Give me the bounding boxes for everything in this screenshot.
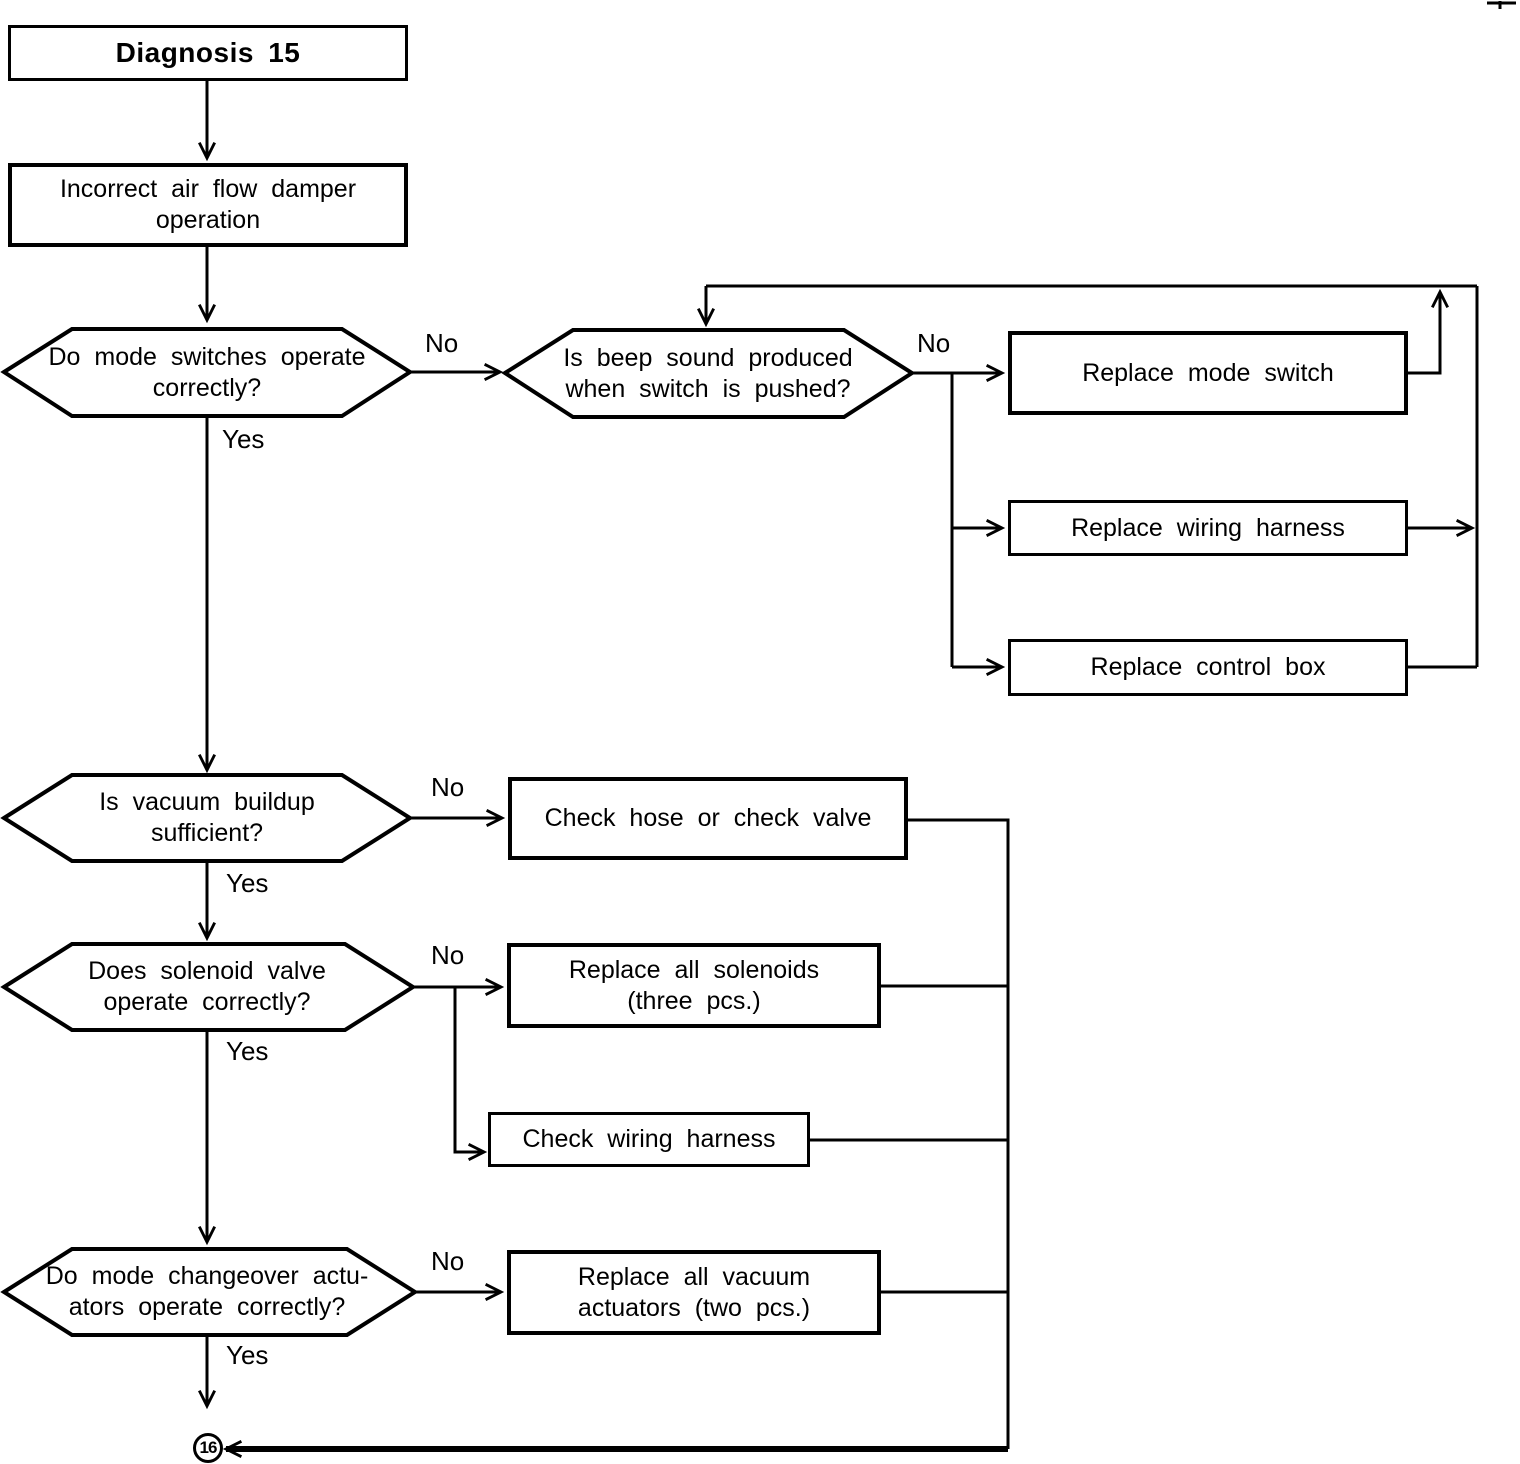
- action-replace-wiring-harness: Replace wiring harness: [1008, 500, 1408, 556]
- hexagon-vacuum-buildup: [0, 773, 414, 863]
- question-text: Do mode changeover actu- ators operate c…: [45, 1262, 369, 1321]
- action-text: Check wiring harness: [522, 1125, 776, 1153]
- action-text: Replace mode switch: [1082, 358, 1334, 387]
- action-replace-actuators: Replace all vacuum actuators (two pcs.): [507, 1250, 881, 1335]
- action-text: Replace all solenoids (three pcs.): [568, 955, 820, 1015]
- edge-no-mode-switches: No: [425, 328, 459, 358]
- action-replace-solenoids: Replace all solenoids (three pcs.): [507, 943, 881, 1028]
- edge-no-actuators: No: [431, 1246, 465, 1276]
- edge-yes-solenoid: Yes: [226, 1036, 269, 1066]
- question-mode-switches: Do mode switches operate correctly?: [36, 331, 378, 415]
- question-mode-actuators: Do mode changeover actu- ators operate c…: [28, 1251, 386, 1333]
- edge-no-solenoid: No: [431, 940, 465, 970]
- feedback-loop-lines: [697, 284, 1479, 669]
- question-solenoid-valve: Does solenoid valve operate correctly?: [36, 946, 378, 1028]
- problem-text: Incorrect air flow damper operation: [59, 175, 357, 234]
- action-text: Replace all vacuum actuators (two pcs.): [577, 1262, 811, 1322]
- action-text: Replace control box: [1090, 653, 1326, 681]
- action-text: Replace wiring harness: [1071, 513, 1345, 542]
- collector-lines: [222, 818, 1010, 1458]
- hexagon-mode-actuators: [0, 1247, 419, 1337]
- question-vacuum-buildup: Is vacuum buildup sufficient?: [36, 777, 378, 859]
- action-replace-control-box: Replace control box: [1008, 639, 1408, 696]
- hexagon-beep-sound: [501, 328, 916, 419]
- edge-yes-actuators: Yes: [226, 1340, 269, 1370]
- title-box: Diagnosis 15: [8, 25, 408, 81]
- action-check-hose: Check hose or check valve: [508, 777, 908, 860]
- action-text: Check hose or check valve: [544, 804, 872, 832]
- action-replace-mode-switch: Replace mode switch: [1008, 331, 1408, 415]
- hexagon-mode-switches: [0, 327, 414, 418]
- action-check-wiring: Check wiring harness: [488, 1112, 810, 1167]
- offpage-connector-16: 16: [193, 1433, 223, 1463]
- edge-no-vacuum: No: [431, 772, 465, 802]
- question-beep-sound: Is beep sound produced when switch is pu…: [540, 332, 876, 416]
- page-title: Diagnosis 15: [115, 37, 301, 68]
- decision-hexagons: [0, 327, 916, 1337]
- page-edge-artifact: [1487, 1, 1516, 9]
- hexagon-solenoid-valve: [0, 942, 417, 1032]
- main-flow-lines: [198, 80, 1006, 1410]
- question-text: Do mode switches operate correctly?: [48, 343, 366, 402]
- edge-no-beep-sound: No: [917, 328, 951, 358]
- question-text: Is vacuum buildup sufficient?: [99, 788, 315, 847]
- question-text: Does solenoid valve operate correctly?: [88, 957, 326, 1016]
- question-text: Is beep sound produced when switch is pu…: [563, 344, 853, 403]
- problem-box: Incorrect air flow damper operation: [8, 163, 408, 247]
- edge-yes-vacuum: Yes: [226, 868, 269, 898]
- edge-yes-mode-switches: Yes: [222, 424, 265, 454]
